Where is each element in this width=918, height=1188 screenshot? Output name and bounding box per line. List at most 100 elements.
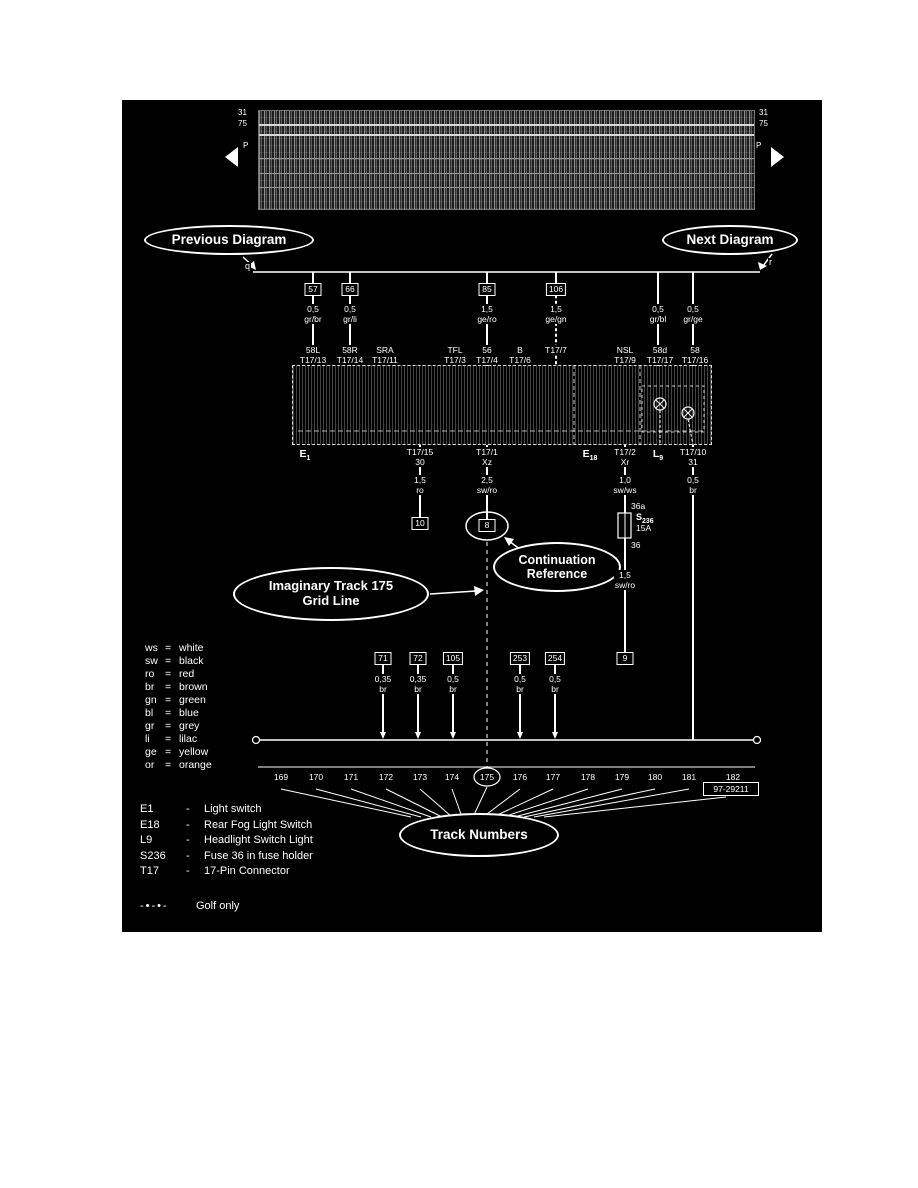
golf-only-note: -•-•- Golf only — [140, 900, 239, 912]
wire-color-legend: ws=white sw=black ro=red br=brown gn=gre… — [145, 642, 212, 772]
terminal-name: 58 — [690, 345, 700, 355]
component-description: Fuse 36 in fuse holder — [204, 849, 313, 862]
terminal-label: NSL T17/9 — [613, 345, 637, 366]
wiring-harness-band — [258, 110, 755, 210]
color-abbr: br — [145, 681, 155, 693]
previous-page-arrow-icon — [225, 147, 238, 167]
color-name: blue — [179, 707, 199, 719]
terminal-label: B T17/6 — [508, 345, 532, 366]
golf-only-label: Golf only — [196, 900, 240, 912]
wire-label: 0,5 gr/li — [342, 304, 358, 325]
track-number: 182 — [725, 772, 741, 782]
terminal-pin: T17/14 — [336, 355, 364, 366]
terminal-label: TFL T17/3 — [443, 345, 467, 366]
color-name: brown — [179, 681, 208, 693]
wire-gauge: 0,5 — [307, 304, 319, 314]
color-name: orange — [179, 759, 212, 771]
color-name: green — [179, 694, 206, 706]
dash-separator: - — [186, 803, 190, 815]
wire-gauge: 1,0 — [619, 475, 631, 485]
terminal-pin: T17/3 — [444, 355, 466, 366]
harness-rail-p — [259, 158, 754, 159]
terminal-pin: T17/9 — [614, 355, 636, 366]
component-description: 17-Pin Connector — [204, 865, 290, 877]
wire-label: 0,35 br — [408, 674, 428, 695]
wire-label: 2,5 sw/ro — [475, 475, 499, 496]
component-legend-row: E1-Light switch — [140, 802, 313, 818]
track-number: 173 — [412, 772, 428, 782]
wire-color: gr/li — [343, 314, 357, 325]
component-code-sub: 1 — [306, 455, 311, 463]
wire-gauge: 1,5 — [550, 304, 562, 314]
wire-color: ro — [416, 485, 424, 496]
wire-color: br — [414, 684, 422, 695]
callout-previous-label: Previous Diagram — [171, 232, 287, 248]
track-number: 180 — [647, 772, 663, 782]
pin-number: T17/15 — [406, 447, 434, 457]
equals-sign: = — [165, 681, 172, 693]
pin-label: T17/2 Xr — [613, 447, 637, 468]
color-name: grey — [179, 720, 200, 732]
terminal-name: SRA — [376, 345, 394, 355]
color-abbr: gn — [145, 694, 157, 706]
component-legend-row: L9-Headlight Switch Light — [140, 833, 313, 849]
component-legend-row: S236-Fuse 36 in fuse holder — [140, 849, 313, 865]
wire-label: 1,5 ro — [413, 475, 427, 496]
color-abbr: gr — [145, 720, 155, 732]
color-name: lilac — [179, 733, 198, 745]
component-legend-row: T17 - 17-Pin Connector — [140, 864, 313, 880]
continuation-ref-105: 105 — [442, 652, 464, 665]
color-legend-row: ro=red — [145, 668, 212, 681]
terminal-label: 56 T17/4 — [475, 345, 499, 366]
wire-color: sw/ro — [614, 580, 636, 591]
component-code: T17 — [140, 865, 159, 877]
track-number: 170 — [308, 772, 324, 782]
equals-sign: = — [165, 733, 172, 745]
color-legend-row: gr = grey — [145, 720, 212, 733]
wire-color: br — [551, 684, 559, 695]
fuse-s236-label: S236 — [635, 512, 655, 526]
dash-separator: - — [186, 865, 190, 877]
terminal-label: 58 T17/16 — [680, 345, 710, 366]
continuation-ref-66: 66 — [341, 283, 359, 296]
harness-rail-31 — [259, 124, 754, 126]
track-number: 172 — [378, 772, 394, 782]
terminal-pin: T17/13 — [299, 355, 327, 366]
terminal-pin: T17/7 — [545, 345, 567, 355]
track-number: 176 — [512, 772, 528, 782]
wire-label: 0,5 gr/ge — [682, 304, 704, 325]
equals-sign: = — [165, 720, 172, 732]
component-code: L — [652, 448, 660, 460]
wire-color: br — [689, 485, 697, 496]
pin-number: T17/10 — [679, 447, 707, 457]
pin-label: T17/1 Xz — [475, 447, 499, 468]
callout-previous-diagram: Previous Diagram — [144, 225, 314, 255]
continuation-ref-57: 57 — [304, 283, 322, 296]
terminal-name: TFL — [447, 345, 463, 355]
track-number: 179 — [614, 772, 630, 782]
wire-color: sw/ro — [476, 485, 498, 496]
equals-sign: = — [165, 759, 172, 771]
continuation-ref-9: 9 — [616, 652, 634, 665]
color-legend-row: bl=blue — [145, 707, 212, 720]
equals-sign: = — [165, 694, 172, 706]
component-legend: E1-Light switch E18-Rear Fog Light Switc… — [140, 802, 313, 880]
continuation-ref-71: 71 — [374, 652, 392, 665]
terminal-75-label-left: 75 — [238, 119, 247, 128]
color-abbr: bl — [145, 707, 154, 719]
track-number-175: 175 — [479, 772, 495, 782]
wire-color: br — [379, 684, 387, 695]
terminal-label: 58d T17/17 — [645, 345, 675, 366]
harness-divider — [259, 187, 754, 188]
component-description: Headlight Switch Light — [204, 834, 313, 846]
wire-label: 1,0 sw/ws — [612, 475, 638, 496]
wire-gauge: 1,5 — [481, 304, 493, 314]
terminal-name: 58L — [305, 345, 321, 355]
terminal-label: SRA T17/11 — [371, 345, 399, 366]
component-code-sub: 18 — [589, 455, 598, 463]
color-name: yellow — [179, 746, 209, 758]
track-number: 181 — [681, 772, 697, 782]
callout-imaginary-track: Imaginary Track 175 Grid Line — [233, 567, 429, 621]
wire-label: 0,35 br — [373, 674, 393, 695]
wire-gauge: 1,5 — [414, 475, 426, 485]
